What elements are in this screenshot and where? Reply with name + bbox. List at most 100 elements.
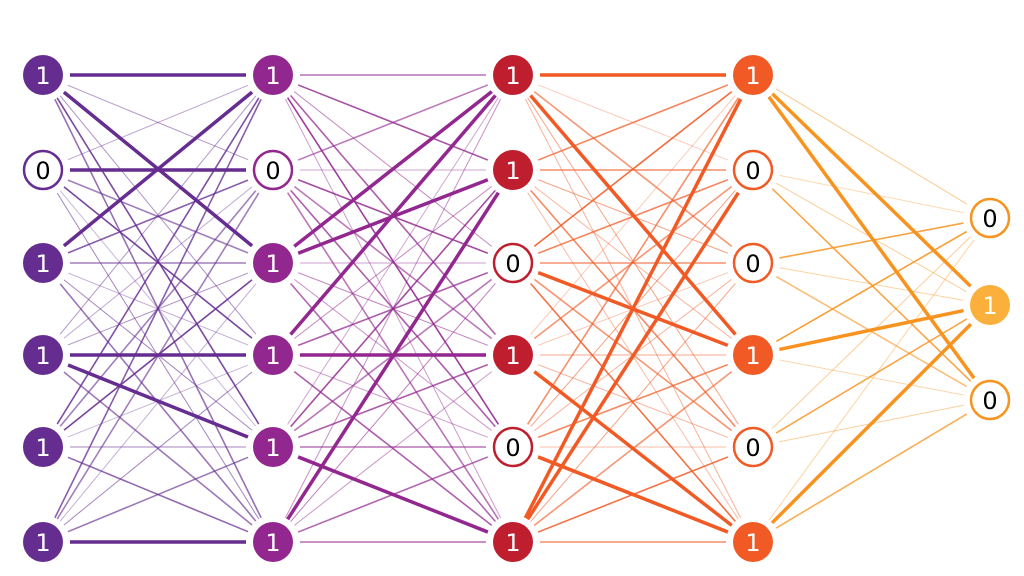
connection-3-4-0 <box>772 236 971 429</box>
connection-0-4-3 <box>67 364 249 438</box>
neuron-circle <box>493 55 533 95</box>
connection-0-5-3 <box>63 371 253 526</box>
neuron-value: 1 <box>265 342 280 370</box>
connection-0-3-4 <box>67 363 249 439</box>
connection-1-5-0 <box>284 98 502 519</box>
connection-3-2-1 <box>779 267 964 301</box>
connection-2-3-0 <box>530 95 736 335</box>
neuron-layer-3-2: 0 <box>492 242 534 284</box>
connection-2-5-2 <box>530 283 736 522</box>
neuron-value: 1 <box>35 342 50 370</box>
neuron-layer-4-2: 0 <box>732 242 774 284</box>
neuron-circle <box>23 243 63 283</box>
neuron-value: 0 <box>505 434 520 462</box>
connection-1-5-3 <box>293 371 493 526</box>
neuron-circle <box>253 427 293 467</box>
connection-3-0-0 <box>775 88 968 205</box>
neuron-circle <box>733 335 773 375</box>
neuron-layer-5-2: 0 <box>969 379 1011 421</box>
neuron-circle <box>253 335 293 375</box>
neuron-layer-4-3: 1 <box>733 335 773 375</box>
neuron-layer-2-3: 1 <box>253 335 293 375</box>
neuron-value: 1 <box>35 62 50 90</box>
neuron-layer-1-5: 1 <box>23 522 63 562</box>
neuron-value: 1 <box>745 342 760 370</box>
neuron-layer-3-0: 1 <box>493 55 533 95</box>
neuron-value: 0 <box>982 387 997 415</box>
connection-2-5-3 <box>533 370 733 527</box>
neuron-value: 1 <box>265 434 280 462</box>
connection-1-3-5 <box>293 370 493 527</box>
neuron-value: 0 <box>745 250 760 278</box>
connection-1-3-1 <box>294 186 492 339</box>
connection-3-5-0 <box>768 239 975 521</box>
neuron-layer-3-5: 1 <box>493 522 533 562</box>
neuron-layer-4-4: 0 <box>732 426 774 468</box>
neuron-circle <box>253 55 293 95</box>
connection-1-5-4 <box>297 456 489 533</box>
connection-1-2-0 <box>293 90 493 248</box>
connection-3-1-0 <box>779 174 964 214</box>
neuron-circle <box>23 522 63 562</box>
connection-0-3-0 <box>59 95 257 335</box>
connection-1-1-0 <box>297 84 489 161</box>
neuron-layer-2-4: 1 <box>253 427 293 467</box>
neuron-layer-2-5: 1 <box>253 522 293 562</box>
neuron-layer-2-1: 0 <box>252 149 294 191</box>
neuron-layer-1-1: 0 <box>22 149 64 191</box>
connection-1-0-4 <box>286 97 500 425</box>
connection-3-3-2 <box>779 359 964 396</box>
connection-0-5-1 <box>56 192 260 520</box>
neuron-value: 1 <box>982 292 997 320</box>
connection-3-1-1 <box>776 182 967 293</box>
connection-0-5-4 <box>67 456 249 533</box>
neuron-layer-3-3: 1 <box>493 335 533 375</box>
neuron-circle <box>732 149 774 191</box>
neuron-value: 1 <box>35 529 50 557</box>
connection-3-0-1 <box>771 92 972 288</box>
neuron-value: 0 <box>35 157 50 185</box>
neuron-circle <box>22 149 64 191</box>
connection-0-1-0 <box>67 84 249 161</box>
neuron-circle <box>493 150 533 190</box>
neuron-layer-2-2: 1 <box>253 243 293 283</box>
neuron-circle <box>253 243 293 283</box>
neuron-value: 0 <box>265 157 280 185</box>
neuron-value: 0 <box>982 205 997 233</box>
connection-0-2-0 <box>62 90 254 248</box>
connection-2-5-4 <box>537 456 729 533</box>
connection-2-0-3 <box>529 94 737 336</box>
neuron-value: 1 <box>745 529 760 557</box>
neuron-layer-3-1: 1 <box>493 150 533 190</box>
connection-2-3-1 <box>533 185 733 340</box>
neuron-circle <box>969 197 1011 239</box>
neuron-layer-1-2: 1 <box>23 243 63 283</box>
connection-3-5-1 <box>770 322 973 525</box>
neuron-value: 0 <box>505 250 520 278</box>
connection-1-4-0 <box>287 97 499 425</box>
connection-3-4-1 <box>775 318 968 434</box>
connection-0-5-0 <box>54 98 262 519</box>
neuron-value: 1 <box>265 529 280 557</box>
neuron-circle <box>23 427 63 467</box>
neuron-value: 1 <box>35 434 50 462</box>
connection-2-2-1 <box>537 179 729 254</box>
neuron-layer-4-1: 0 <box>732 149 774 191</box>
neuron-circle <box>493 335 533 375</box>
connection-1-5-1 <box>286 191 500 521</box>
connection-1-4-3 <box>297 363 489 439</box>
neuron-circle <box>493 522 533 562</box>
neuron-layer-5-1: 1 <box>970 285 1010 325</box>
connection-2-2-0 <box>533 91 733 247</box>
neuron-value: 1 <box>505 529 520 557</box>
connection-3-3-0 <box>775 230 968 343</box>
connection-0-2-1 <box>67 179 249 254</box>
connection-3-2-0 <box>779 222 964 259</box>
neuron-layer-1-3: 1 <box>23 335 63 375</box>
neuron-layer-1-0: 1 <box>23 55 63 95</box>
neuron-value: 1 <box>35 250 50 278</box>
neuron-layer-3-4: 0 <box>492 426 534 468</box>
connection-1-3-0 <box>289 94 497 336</box>
neuron-value: 1 <box>745 62 760 90</box>
neuron-circle <box>969 379 1011 421</box>
